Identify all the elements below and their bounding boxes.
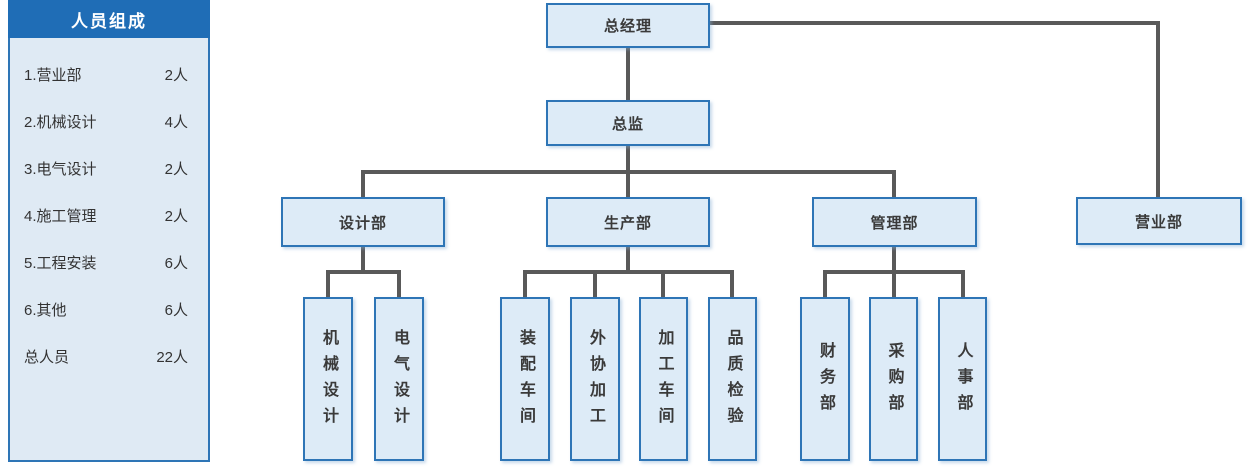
connector-design-stem <box>361 247 365 270</box>
list-item-label: 总人员 <box>24 349 70 366</box>
list-item-value: 4人 <box>164 114 188 131</box>
connector-ceo-director <box>626 47 630 100</box>
org-node-sales-dept: 营业部 <box>1076 197 1242 245</box>
connector-production-drop-4 <box>730 270 734 297</box>
connector-management-stem <box>892 247 896 270</box>
list-item-value: 22人 <box>156 349 188 366</box>
connector-production-stem <box>626 247 630 270</box>
personnel-panel: 人员组成 1.营业部 2人 2.机械设计 4人 3.电气设计 2人 4.施工管理… <box>8 0 210 462</box>
connector-production-bar <box>523 270 734 274</box>
list-item: 4.施工管理 2人 <box>10 192 208 239</box>
org-node-quality-inspection: 品质检验 <box>708 297 757 461</box>
connector-management-drop-2 <box>892 270 896 297</box>
list-item: 6.其他 6人 <box>10 286 208 333</box>
org-node-outsourced-processing: 外协加工 <box>570 297 620 461</box>
list-item-label: 1.营业部 <box>24 67 82 84</box>
connector-drop-management <box>892 174 896 197</box>
org-node-production-dept: 生产部 <box>546 197 710 247</box>
list-item-label: 4.施工管理 <box>24 208 97 225</box>
list-item-label: 6.其他 <box>24 302 67 319</box>
org-node-mechanical-design: 机械设计 <box>303 297 353 461</box>
connector-production-drop-2 <box>593 270 597 297</box>
list-item: 总人员 22人 <box>10 333 208 380</box>
org-node-purchasing-dept: 采购部 <box>869 297 918 461</box>
list-item-value: 2人 <box>164 208 188 225</box>
org-node-management-dept: 管理部 <box>812 197 977 247</box>
connector-drop-design <box>361 174 365 197</box>
connector-departments-bar <box>361 170 896 174</box>
org-node-electrical-design: 电气设计 <box>374 297 424 461</box>
connector-ceo-sales-horizontal <box>710 21 1160 25</box>
org-node-director: 总监 <box>546 100 710 146</box>
list-item-value: 6人 <box>164 302 188 319</box>
connector-design-drop-1 <box>326 270 330 297</box>
connector-management-drop-1 <box>823 270 827 297</box>
connector-production-drop-1 <box>523 270 527 297</box>
list-item-value: 2人 <box>164 161 188 178</box>
list-item-value: 2人 <box>164 67 188 84</box>
connector-management-drop-3 <box>961 270 965 297</box>
org-node-ceo: 总经理 <box>546 3 710 48</box>
personnel-panel-title: 人员组成 <box>8 0 210 38</box>
org-node-hr-dept: 人事部 <box>938 297 987 461</box>
list-item: 5.工程安装 6人 <box>10 239 208 286</box>
org-node-assembly-workshop: 装配车间 <box>500 297 550 461</box>
org-node-design-dept: 设计部 <box>281 197 445 247</box>
list-item-value: 6人 <box>164 255 188 272</box>
personnel-list: 1.营业部 2人 2.机械设计 4人 3.电气设计 2人 4.施工管理 2人 5… <box>8 38 210 462</box>
list-item-label: 3.电气设计 <box>24 161 97 178</box>
connector-design-drop-2 <box>397 270 401 297</box>
list-item: 2.机械设计 4人 <box>10 98 208 145</box>
list-item-label: 5.工程安装 <box>24 255 97 272</box>
org-node-machining-workshop: 加工车间 <box>639 297 688 461</box>
list-item: 1.营业部 2人 <box>10 51 208 98</box>
list-item-label: 2.机械设计 <box>24 114 97 131</box>
connector-ceo-sales-vertical <box>1156 21 1160 197</box>
org-node-finance-dept: 财务部 <box>800 297 850 461</box>
connector-production-drop-3 <box>661 270 665 297</box>
list-item: 3.电气设计 2人 <box>10 145 208 192</box>
connector-design-bar <box>326 270 401 274</box>
